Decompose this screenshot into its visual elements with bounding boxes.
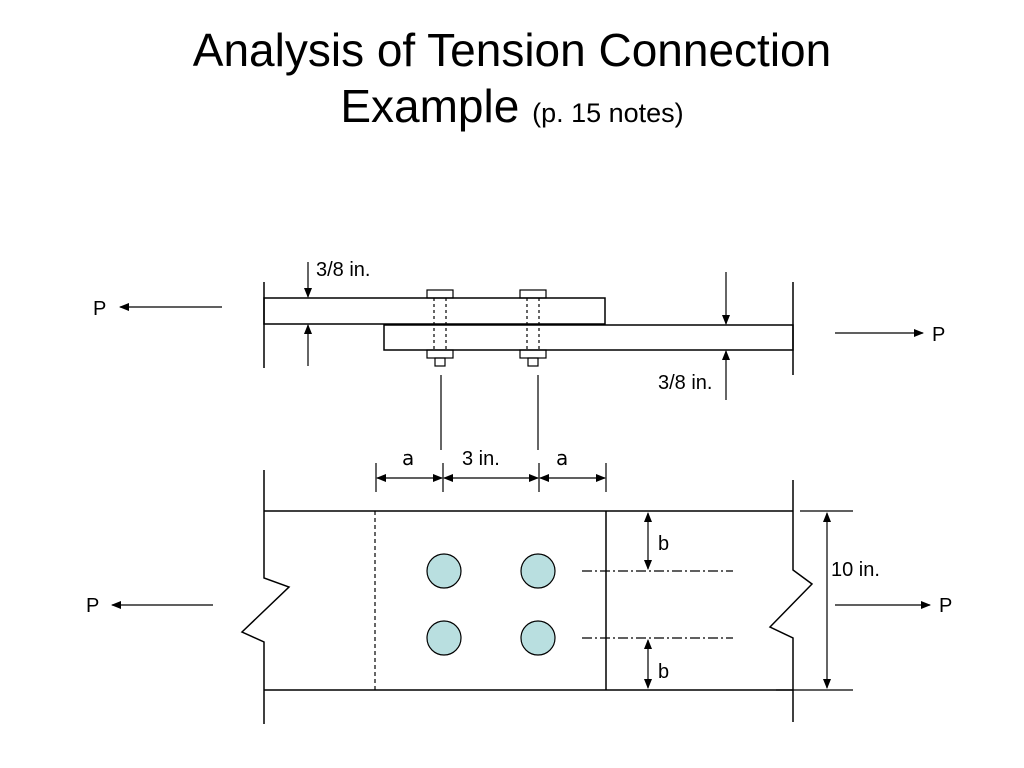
load-label-side-left: P: [93, 298, 106, 320]
thickness-bottom-label: 3/8 in.: [658, 372, 712, 394]
bolt-hole-bottom-right: [520, 620, 556, 656]
break-line-left: [240, 511, 291, 690]
width-label: 10 in.: [831, 559, 880, 581]
bolt-hole-bottom-left: [426, 620, 462, 656]
bolt-hole-top-right: [520, 553, 556, 589]
plan-view: b b 10 in. P P: [86, 470, 952, 724]
bolt-side-1: [426, 289, 454, 367]
title-subtitle: (p. 15 notes): [532, 98, 684, 128]
break-line-right: [768, 511, 814, 690]
bolt-spacing-label: 3 in.: [462, 448, 500, 470]
load-label-side-right: P: [932, 324, 945, 346]
edge-distance-label-left: a: [402, 446, 414, 470]
bolt-side-2: [519, 289, 547, 367]
load-label-plan-right: P: [939, 595, 952, 617]
bolt-hole-top-left: [426, 553, 462, 589]
title-line-1: Analysis of Tension Connection: [192, 24, 832, 76]
edge-b-bottom-label: b: [658, 661, 669, 683]
load-label-plan-left: P: [86, 595, 99, 617]
edge-distance-label-right: a: [556, 446, 568, 470]
bottom-plate: [383, 324, 794, 351]
slide-title: Analysis of Tension Connection Example (…: [0, 22, 1024, 141]
thickness-top-label: 3/8 in.: [316, 259, 370, 281]
title-line-2: Example: [340, 80, 520, 132]
edge-b-top-label: b: [658, 533, 669, 555]
bolt-spacing-dimension: a 3 in. a: [375, 446, 607, 492]
side-view: 3/8 in. 3/8 in. P P: [93, 259, 945, 450]
